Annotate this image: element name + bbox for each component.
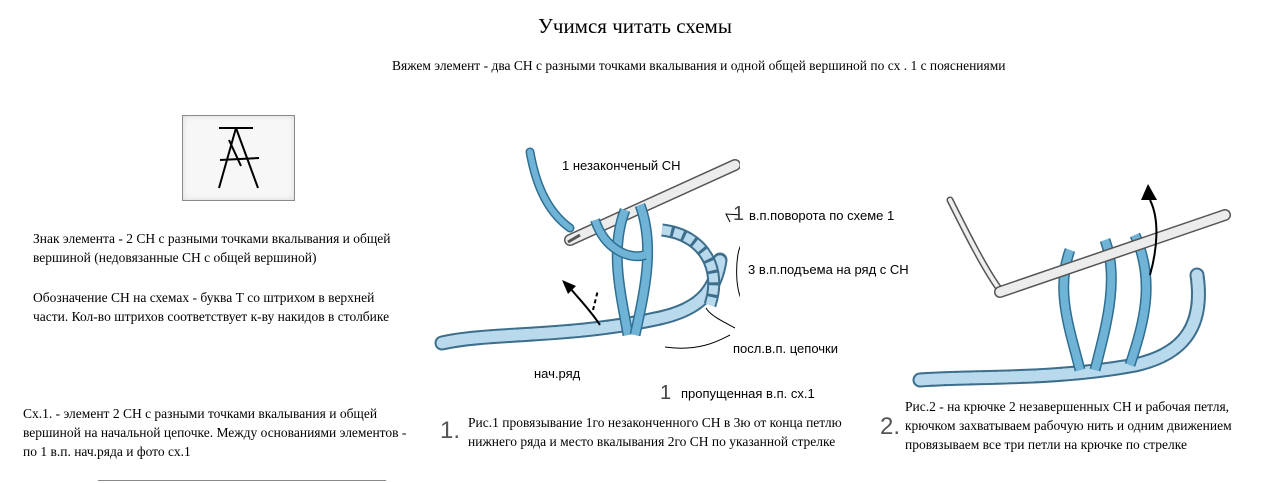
scheme-caption: Сх.1. - элемент 2 СН с разными точками в…	[23, 406, 407, 459]
page-subtitle: Вяжем элемент - два СН с разными точками…	[392, 58, 1006, 73]
label-skipped-chain: пропущенная в.п. сх.1	[681, 386, 815, 401]
label-unfinished-dc: 1 незаконченый СН	[562, 158, 681, 173]
label-turn-chain: в.п.поворота по схеме 1	[749, 208, 895, 223]
label-lift-chains: 3 в.п.подъема на ряд с СН	[748, 262, 909, 277]
label-turn-number: 1	[733, 203, 745, 225]
bottom-divider	[98, 480, 386, 481]
label-start-row: нач.ряд	[534, 366, 581, 381]
figure2-caption: Рис.2 - на крючке 2 незавершенных СН и р…	[905, 399, 1232, 452]
legend-description: Обозначение СН на схемах - буква Т со шт…	[33, 290, 390, 324]
figure2-illustration	[912, 184, 1231, 388]
figure2-number: 2.	[880, 413, 901, 440]
label-skipped-number: 1	[660, 382, 672, 404]
figure1-illustration	[434, 147, 740, 351]
label-last-chain: посл.в.п. цепочки	[733, 341, 838, 356]
page-title: Учимся читать схемы	[538, 14, 732, 38]
sign-description: Знак элемента - 2 СН с разными точками в…	[33, 231, 391, 265]
figure1-number: 1.	[440, 417, 461, 444]
figure1-caption: Рис.1 провязывание 1го незаконченного СН…	[468, 415, 842, 449]
crochet-symbol-two-dc-together-icon	[182, 115, 295, 201]
